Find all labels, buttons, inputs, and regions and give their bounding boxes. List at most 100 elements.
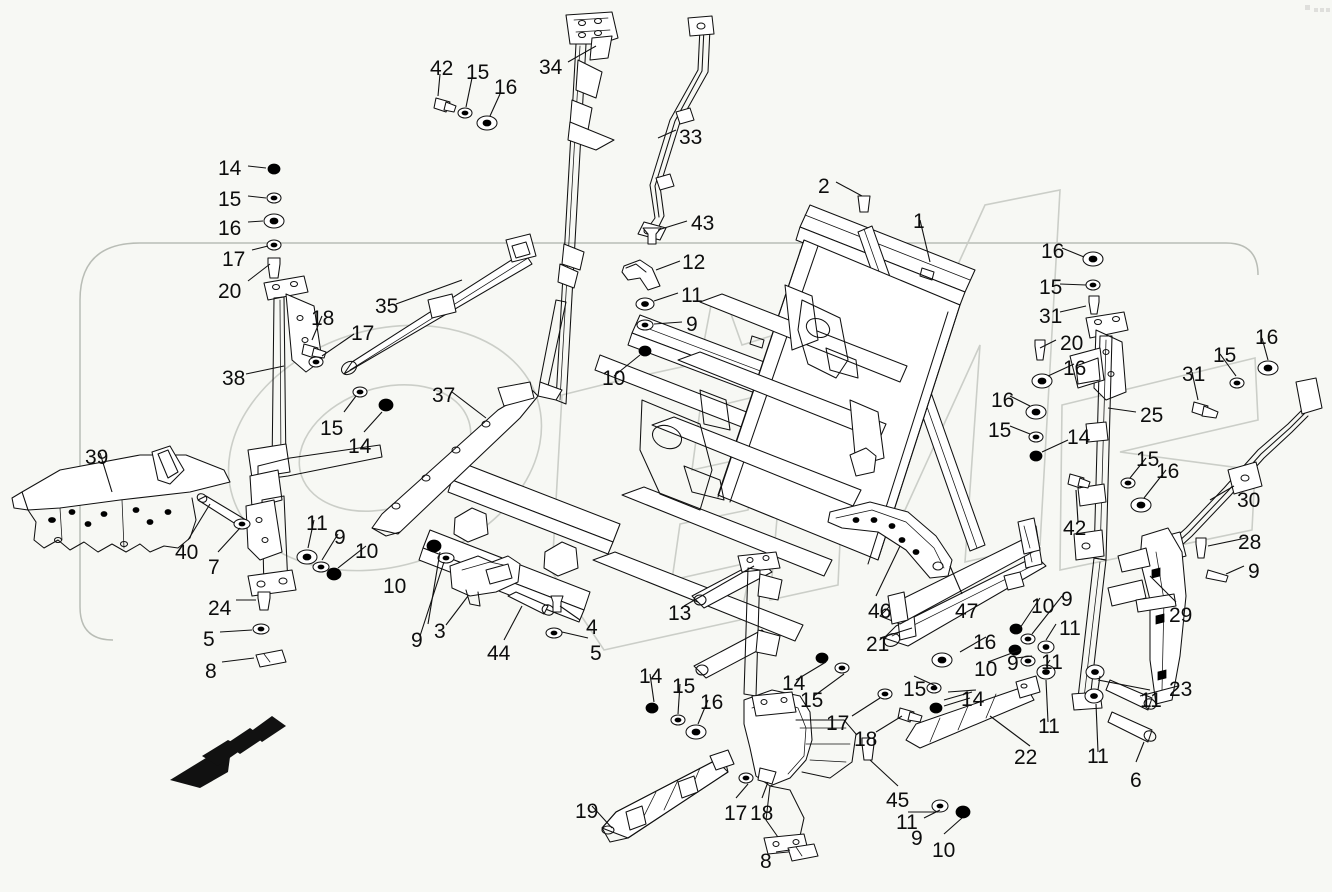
- callout-16[interactable]: 16: [494, 76, 518, 99]
- callout-16[interactable]: 16: [1041, 240, 1065, 263]
- callout-42[interactable]: 42: [430, 57, 454, 80]
- callout-22[interactable]: 22: [1014, 746, 1038, 769]
- callout-15[interactable]: 15: [320, 417, 344, 440]
- callout-13[interactable]: 13: [668, 602, 692, 625]
- callout-2[interactable]: 2: [818, 175, 830, 198]
- callout-6[interactable]: 6: [1130, 769, 1142, 792]
- callout-9[interactable]: 9: [334, 526, 346, 549]
- callout-10[interactable]: 10: [1031, 595, 1055, 618]
- callout-5[interactable]: 5: [203, 628, 215, 651]
- callout-43[interactable]: 43: [691, 212, 715, 235]
- callout-29[interactable]: 29: [1169, 604, 1193, 627]
- callout-30[interactable]: 30: [1237, 489, 1261, 512]
- callout-11[interactable]: 11: [1059, 617, 1081, 640]
- callout-4[interactable]: 4: [586, 616, 598, 639]
- callout-34[interactable]: 34: [539, 56, 563, 79]
- callout-37[interactable]: 37: [432, 384, 456, 407]
- callout-16[interactable]: 16: [1156, 460, 1180, 483]
- callout-15[interactable]: 15: [903, 678, 927, 701]
- callout-42[interactable]: 42: [1063, 517, 1087, 540]
- callout-16[interactable]: 16: [1063, 357, 1087, 380]
- callout-20[interactable]: 20: [1060, 332, 1084, 355]
- callout-18[interactable]: 18: [750, 802, 774, 825]
- callout-44[interactable]: 44: [487, 642, 511, 665]
- callout-14[interactable]: 14: [639, 665, 663, 688]
- callout-25[interactable]: 25: [1140, 404, 1164, 427]
- callout-15[interactable]: 15: [800, 689, 824, 712]
- callout-16[interactable]: 16: [700, 691, 724, 714]
- callout-17[interactable]: 17: [222, 248, 246, 271]
- callout-9[interactable]: 9: [686, 313, 698, 336]
- part-39-left-bumper-bracket: [11, 445, 231, 553]
- callout-46[interactable]: 46: [868, 600, 892, 623]
- callout-17[interactable]: 17: [826, 712, 850, 735]
- callout-11[interactable]: 11: [681, 284, 703, 307]
- callout-14[interactable]: 14: [1067, 426, 1091, 449]
- callout-11[interactable]: 11: [1038, 715, 1060, 738]
- callout-23[interactable]: 23: [1169, 678, 1193, 701]
- part-33-curved-tube: [637, 15, 715, 241]
- callout-14[interactable]: 14: [348, 435, 372, 458]
- callout-31[interactable]: 31: [1039, 305, 1063, 328]
- callout-47[interactable]: 47: [955, 600, 979, 623]
- callout-8[interactable]: 8: [760, 850, 772, 873]
- callout-20[interactable]: 20: [218, 280, 242, 303]
- callout-17[interactable]: 17: [724, 802, 748, 825]
- callout-15[interactable]: 15: [1213, 344, 1237, 367]
- callout-9[interactable]: 9: [1248, 560, 1260, 583]
- callout-11[interactable]: 11: [1140, 689, 1162, 712]
- callout-16[interactable]: 16: [1255, 326, 1279, 349]
- callout-11[interactable]: 11: [1087, 745, 1109, 768]
- part-13-center-bracket: [691, 551, 783, 697]
- callout-3[interactable]: 3: [434, 620, 446, 643]
- callout-19[interactable]: 19: [575, 800, 599, 823]
- callout-31[interactable]: 31: [1182, 363, 1206, 386]
- callout-9[interactable]: 9: [911, 827, 923, 850]
- callout-9[interactable]: 9: [411, 629, 423, 652]
- part-34-vertical-pillar: [537, 11, 619, 405]
- callout-15[interactable]: 15: [988, 419, 1012, 442]
- callout-15[interactable]: 15: [1136, 448, 1160, 471]
- callout-7[interactable]: 7: [208, 556, 220, 579]
- callout-14[interactable]: 14: [218, 157, 242, 180]
- callout-15[interactable]: 15: [218, 188, 242, 211]
- callout-8[interactable]: 8: [205, 660, 217, 683]
- part-29-right-mount-plate: [1107, 527, 1187, 705]
- callout-38[interactable]: 38: [222, 367, 246, 390]
- callout-16[interactable]: 16: [973, 631, 997, 654]
- callout-1[interactable]: 1: [913, 210, 925, 233]
- callout-10[interactable]: 10: [974, 658, 998, 681]
- callout-28[interactable]: 28: [1238, 531, 1262, 554]
- callout-16[interactable]: 16: [991, 389, 1015, 412]
- callout-18[interactable]: 18: [854, 728, 878, 751]
- callout-15[interactable]: 15: [1039, 276, 1063, 299]
- callout-9[interactable]: 9: [1007, 652, 1019, 675]
- callout-40[interactable]: 40: [175, 541, 199, 564]
- callout-15[interactable]: 15: [466, 61, 490, 84]
- callout-10[interactable]: 10: [355, 540, 379, 563]
- callout-24[interactable]: 24: [208, 597, 232, 620]
- callout-11[interactable]: 11: [1041, 651, 1063, 674]
- callout-10[interactable]: 10: [383, 575, 407, 598]
- part-47-bottom-frame-leg: [879, 517, 1041, 625]
- callout-45[interactable]: 45: [886, 789, 910, 812]
- callout-17[interactable]: 17: [351, 322, 375, 345]
- callout-10[interactable]: 10: [602, 367, 626, 390]
- callout-11[interactable]: 11: [896, 811, 918, 834]
- callout-18[interactable]: 18: [311, 307, 335, 330]
- callout-39[interactable]: 39: [85, 446, 109, 469]
- callout-33[interactable]: 33: [679, 126, 703, 149]
- callout-14[interactable]: 14: [961, 688, 985, 711]
- part-3-clip-assembly: [449, 555, 521, 607]
- callout-12[interactable]: 12: [682, 251, 706, 274]
- callout-16[interactable]: 16: [218, 217, 242, 240]
- callout-5[interactable]: 5: [590, 642, 602, 665]
- callout-35[interactable]: 35: [375, 295, 399, 318]
- callout-14[interactable]: 14: [782, 672, 806, 695]
- callout-21[interactable]: 21: [866, 633, 890, 656]
- callout-15[interactable]: 15: [672, 675, 696, 698]
- callout-10[interactable]: 10: [932, 839, 956, 862]
- callout-9[interactable]: 9: [1061, 588, 1073, 611]
- callout-11[interactable]: 11: [306, 512, 328, 535]
- leader-lines: [99, 45, 1269, 853]
